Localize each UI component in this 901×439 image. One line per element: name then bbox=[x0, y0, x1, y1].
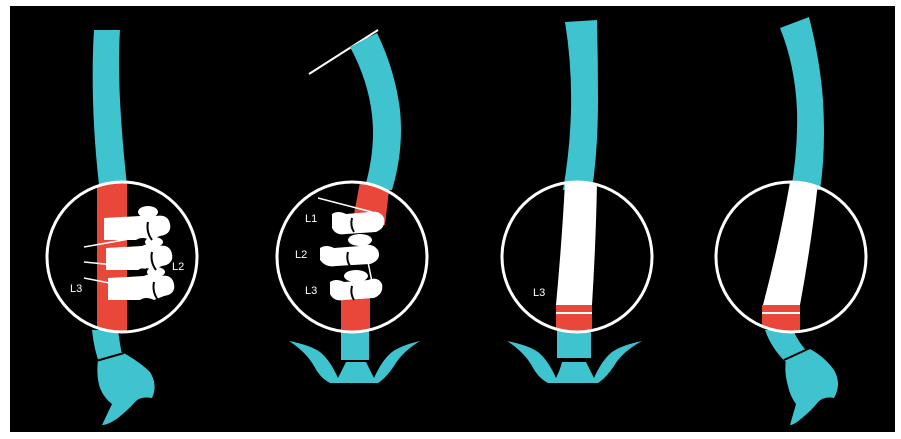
panel-3-highlight-segment bbox=[556, 305, 592, 333]
panel-1-label-l2: L2 bbox=[172, 261, 184, 273]
panel-2-label-l3: L3 bbox=[305, 285, 317, 297]
panel-3-spine-lower bbox=[557, 330, 591, 358]
panel-2-spine-lower bbox=[341, 330, 369, 360]
panel-2-label-l2: L2 bbox=[295, 249, 307, 261]
panel-1-vertebrae bbox=[104, 206, 174, 300]
panel-1-label-l3: L3 bbox=[70, 283, 82, 295]
panel-2-label-l1: L1 bbox=[305, 213, 317, 225]
panel-3-label-l3: L3 bbox=[533, 287, 545, 299]
